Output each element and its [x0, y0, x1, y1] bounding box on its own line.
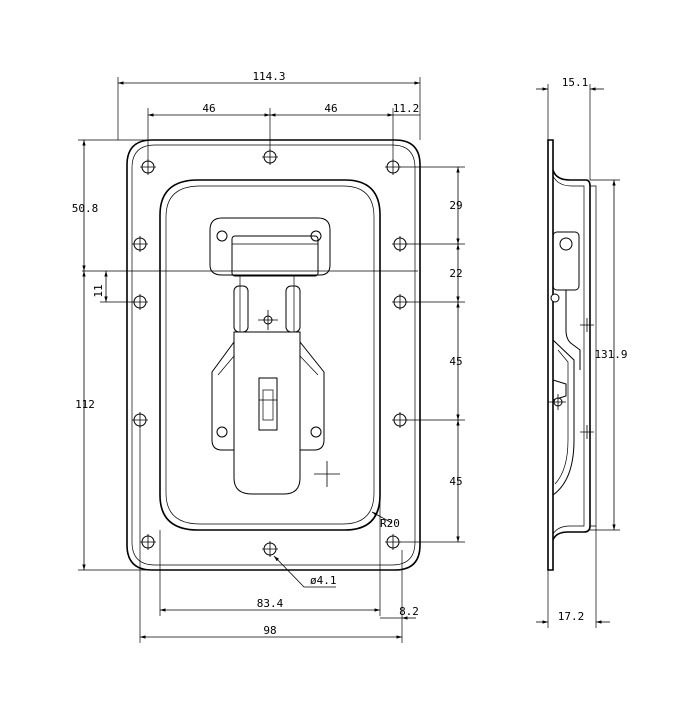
dim-top-section-height: 50.8 — [72, 202, 99, 215]
dim-corner-radius: R20 — [380, 517, 400, 530]
latch-rivet — [216, 426, 228, 438]
dim-base-width: 98 — [263, 624, 276, 637]
dim-top-depth: 15.1 — [562, 76, 589, 89]
side-view: 15.1 131.9 17.2 — [536, 76, 628, 628]
dim-hole-diameter: ø4.1 — [310, 574, 337, 587]
center-mark — [314, 461, 340, 487]
dim-hole-pitch-left: 46 — [202, 102, 215, 115]
outer-flange-inner-line — [131, 144, 416, 566]
latch-mechanism — [209, 217, 340, 495]
latch-hook-right — [285, 285, 301, 333]
latch-rivet — [310, 426, 322, 438]
latch-lever — [233, 331, 301, 495]
hole-centerlines — [132, 149, 408, 557]
dim-inner-width: 83.4 — [257, 597, 284, 610]
front-view: 114.3 46 46 11.2 50.8 11 112 29 2 — [72, 70, 465, 643]
latch-wing-left — [211, 341, 235, 451]
dim-lower-section-height: 112 — [75, 398, 95, 411]
latch-rivet — [216, 230, 228, 242]
side-latch — [548, 231, 594, 496]
dim-edge-to-hole: 11.2 — [393, 102, 420, 115]
recess-inner-line — [165, 185, 375, 525]
outer-flange-outline — [126, 139, 421, 571]
dim-hole-offset: 11 — [92, 284, 105, 297]
latch-base-plate — [209, 217, 331, 276]
dim-hole-pitch-right: 46 — [324, 102, 337, 115]
dim-right-spacing-1: 29 — [449, 199, 462, 212]
latch-catch-slot — [258, 377, 278, 431]
dim-overall-width: 114.3 — [252, 70, 285, 83]
latch-hook-left — [233, 285, 249, 333]
dim-right-spacing-3: 45 — [449, 355, 462, 368]
dim-edge-gap: 8.2 — [399, 605, 419, 618]
recess-outline — [159, 179, 381, 531]
latch-hinge-block — [231, 235, 319, 277]
dim-overall-height: 131.9 — [594, 348, 627, 361]
dim-bottom-depth: 17.2 — [558, 610, 585, 623]
dim-right-spacing-2: 22 — [449, 267, 462, 280]
side-flange — [547, 139, 554, 571]
dim-right-spacing-4: 45 — [449, 475, 462, 488]
latch-wing-right — [299, 341, 325, 451]
side-pan-profile — [552, 169, 591, 541]
side-pan-inner — [552, 175, 585, 535]
